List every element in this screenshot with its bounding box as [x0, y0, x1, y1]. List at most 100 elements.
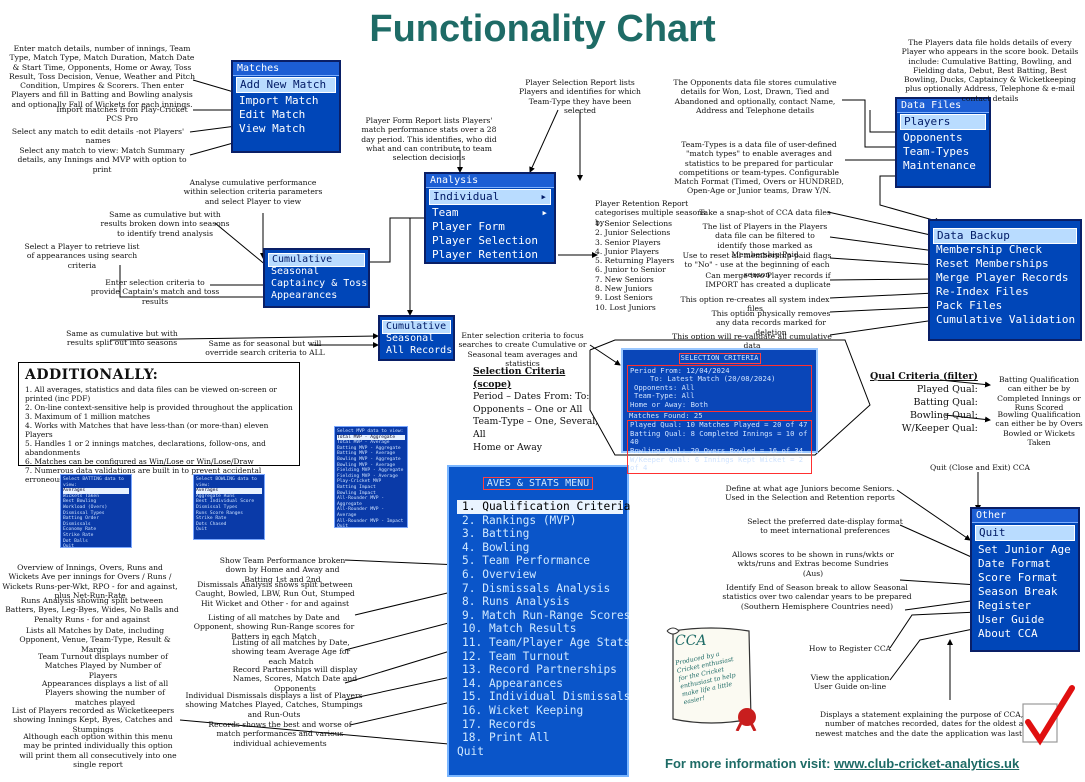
menu-item-match-results[interactable]: 10. Match Results [462, 622, 577, 636]
menu-item-data-backup[interactable]: Data Backup [933, 228, 1077, 244]
mini-list-item[interactable]: Dot Balls [63, 538, 88, 544]
mini-list-item[interactable]: Bowling MVP - Aggregate [337, 456, 401, 462]
mini-list-item[interactable]: Strike Rate [196, 516, 227, 522]
menu-item-edit-match[interactable]: Edit Match [239, 108, 306, 121]
mini-list-item[interactable]: Quit [63, 544, 75, 550]
menu-item-print-all[interactable]: 18. Print All [462, 731, 550, 745]
menu-item-pack-files[interactable]: Pack Files [936, 299, 1003, 312]
menu-item-appearances[interactable]: Appearances [271, 290, 338, 301]
menu-item-score-format[interactable]: Score Format [978, 571, 1058, 584]
menu-item-reset-memberships[interactable]: Reset Memberships [936, 257, 1049, 270]
menu-item-overview[interactable]: 6. Overview [462, 567, 537, 581]
mini-list-item[interactable]: Workload (Overs) [63, 504, 108, 510]
menu-item-player-retention[interactable]: Player Retention [432, 248, 538, 261]
mini-list-item[interactable]: Quit [337, 524, 349, 530]
note-opponents-file: The Opponents data file stores cumulativ… [673, 78, 837, 115]
menu-item-season-break[interactable]: Season Break [978, 585, 1058, 598]
menu-item-team-player-age-stats[interactable]: 11. Team/Player Age Stats [462, 635, 631, 649]
menu-item-batting[interactable]: 3. Batting [462, 527, 530, 541]
menu-item-import-match[interactable]: Import Match [239, 94, 319, 107]
mini-list-item[interactable]: Runs Score Ranges [196, 510, 244, 516]
menu-item-seasonal[interactable]: Seasonal [271, 266, 320, 277]
mini-list-item[interactable]: Dismissal Types [63, 510, 105, 516]
mini-title: Select BATTING data to view: [63, 477, 124, 488]
menu-item-captaincy-toss[interactable]: Captaincy & Toss [271, 278, 368, 289]
menu-item-team-types[interactable]: Team-Types [903, 145, 970, 158]
menu-item-dismissals-analysis[interactable]: 7. Dismissals Analysis [462, 581, 611, 595]
menu-item-bowling[interactable]: 4. Bowling [462, 540, 530, 554]
menu-item-player-selection[interactable]: Player Selection [432, 234, 538, 247]
menu-item-individual[interactable]: Individual▸ [429, 189, 551, 205]
home-away-field[interactable]: Home or Away: Both [630, 399, 708, 409]
menu-item-cumulative[interactable]: Cumulative [268, 253, 365, 267]
menu-item-team-cumulative[interactable]: Cumulative [382, 320, 451, 334]
menu-item-set-junior-age[interactable]: Set Junior Age [978, 543, 1071, 556]
menu-item-appearances-stats[interactable]: 14. Appearances [462, 676, 564, 690]
mini-list-item[interactable]: Quit [196, 527, 208, 533]
mini-list-item[interactable]: All-Rounder MVP - Average [337, 507, 385, 518]
menu-item-about-cca[interactable]: About CCA [978, 627, 1038, 640]
mini-list-item[interactable]: All-Rounder MVP - Impact [337, 518, 404, 524]
opponents-field[interactable]: Opponents: All [634, 382, 695, 392]
batting-qual-field[interactable]: Batting Qual: 8 Completed Innings = 10 o… [630, 428, 808, 447]
bowling-qual-field[interactable]: Bowling Qual: 20 Overs Bowled = 16 of 34 [630, 445, 804, 455]
played-qual-field[interactable]: Played Qual: 10 Matches Played = 20 of 4… [630, 420, 808, 430]
mini-list-item[interactable]: Aggregate Runs [196, 493, 235, 499]
menu-item-re-index-files[interactable]: Re-Index Files [936, 285, 1029, 298]
menu-item-team[interactable]: Team▸ [426, 206, 554, 220]
mini-list-item[interactable]: Batting MVP - Average [337, 451, 396, 457]
menu-item-date-format[interactable]: Date Format [978, 557, 1051, 570]
mini-list-item[interactable]: Economy Rate [63, 527, 97, 533]
menu-item-maintenance[interactable]: Maintenance [903, 159, 976, 172]
menu-item-individual-dismissals[interactable]: 15. Individual Dismissals [462, 690, 631, 704]
menu-item-all-records[interactable]: All Records [386, 345, 453, 356]
menu-item-view-match[interactable]: View Match [239, 122, 306, 135]
mini-list-item[interactable]: Bowling Impact [337, 490, 376, 496]
menu-item-record-partnerships[interactable]: 13. Record Partnerships [462, 663, 617, 677]
mini-list-item[interactable]: Best Individual Score [196, 499, 255, 505]
mini-list-item[interactable]: Batting Impact [337, 484, 376, 490]
menu-item-qualification-criteria[interactable]: 1. Qualification Criteria [457, 500, 630, 514]
menu-item-players[interactable]: Players [900, 114, 986, 130]
menu-item-records[interactable]: 17. Records [462, 717, 537, 731]
menu-item-register[interactable]: Register [978, 599, 1031, 612]
menu-item-user-guide[interactable]: User Guide [978, 613, 1045, 626]
menu-item-wicket-keeping[interactable]: 16. Wicket Keeping [462, 703, 584, 717]
menu-item-player-form[interactable]: Player Form [432, 220, 505, 233]
mini-list-item[interactable]: Dismissal Types [196, 504, 238, 510]
mini-list-item[interactable]: All-Rounder MVP - Aggregate [337, 496, 385, 507]
menu-item-team-turnout[interactable]: 12. Team Turnout [462, 649, 570, 663]
menu-item-team-seasonal[interactable]: Seasonal [386, 333, 435, 344]
team-type-field[interactable]: Team-Type: All [634, 391, 695, 401]
mini-list-item[interactable]: Total MVP - Average [337, 440, 390, 446]
mini-list-item[interactable]: Bowling MVP - Average [337, 462, 396, 468]
menu-item-aves-quit[interactable]: Quit [457, 744, 484, 758]
menu-item-cumulative-validation[interactable]: Cumulative Validation [936, 313, 1076, 326]
website-link[interactable]: www.club-cricket-analytics.uk [834, 756, 1020, 771]
wkeeper-qual-field[interactable]: W/Keeper Qual: 6 Innings Kept Wicket = 2… [630, 454, 804, 473]
menu-item-rankings-mvp[interactable]: 2. Rankings (MVP) [462, 513, 577, 527]
mini-list-item[interactable]: Best Bowling [63, 499, 97, 505]
menu-item-runs-analysis[interactable]: 8. Runs Analysis [462, 595, 570, 609]
mini-list-item[interactable]: Averages [196, 488, 262, 494]
menu-item-team-performance[interactable]: 5. Team Performance [462, 554, 590, 568]
period-from-field[interactable]: Period From: 12/04/2024 [630, 365, 730, 375]
mini-list-item[interactable]: Wickets Taken [63, 493, 99, 499]
menu-item-match-run-range-scores[interactable]: 9. Match Run-Range Scores [462, 608, 631, 622]
mini-list-item[interactable]: Averages [63, 488, 129, 494]
mini-list-item[interactable]: Fielding MVP - Aggregate [337, 468, 404, 474]
mini-list-item[interactable]: Dots Chased [196, 521, 227, 527]
menu-item-quit[interactable]: Quit [975, 525, 1075, 541]
period-to-field[interactable]: To: Latest Match (20/08/2024) [650, 374, 776, 384]
mini-list-item[interactable]: Total MVP - Aggregate [337, 434, 405, 441]
mini-list-item[interactable]: Batting MVP - Aggregate [337, 445, 401, 451]
menu-item-opponents[interactable]: Opponents [903, 131, 963, 144]
menu-item-merge-player-records[interactable]: Merge Player Records [936, 271, 1069, 284]
mini-list-item[interactable]: Strike Rate [63, 532, 94, 538]
mini-list-item[interactable]: Play-Cricket MVP [337, 479, 382, 485]
menu-item-add-new-match[interactable]: Add New Match [236, 77, 336, 93]
menu-item-membership-check[interactable]: Membership Check [936, 243, 1042, 256]
mini-list-item[interactable]: Batting Order Dismissals [63, 516, 99, 527]
mini-list-item[interactable]: Fielding MVP - Average [337, 473, 398, 479]
note-cumulative: Analyse cumulative performance within se… [183, 178, 323, 206]
